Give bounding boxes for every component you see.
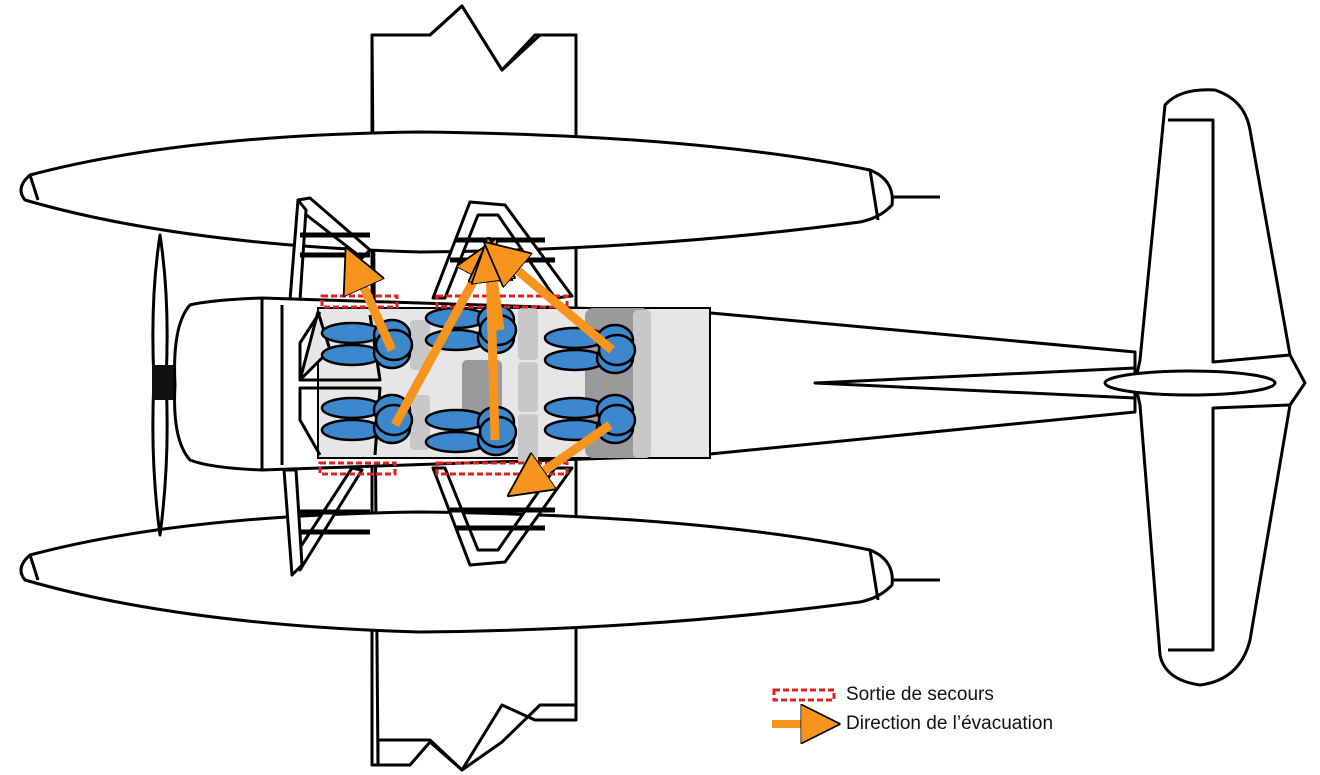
lower-float bbox=[19, 510, 940, 634]
upper-float bbox=[19, 130, 940, 254]
evacuation-arrows bbox=[356, 258, 615, 482]
propeller bbox=[151, 233, 177, 537]
legend-emergency-exit: Sortie de secours bbox=[846, 684, 994, 705]
passenger bbox=[320, 393, 414, 445]
legend-evacuation-direction: Direction de l’évacuation bbox=[846, 713, 1054, 734]
fin bbox=[1103, 369, 1277, 397]
passenger bbox=[424, 405, 518, 457]
front-struts bbox=[282, 196, 372, 577]
legend-exit-swatch bbox=[772, 688, 836, 702]
wing-outline bbox=[370, 4, 578, 772]
